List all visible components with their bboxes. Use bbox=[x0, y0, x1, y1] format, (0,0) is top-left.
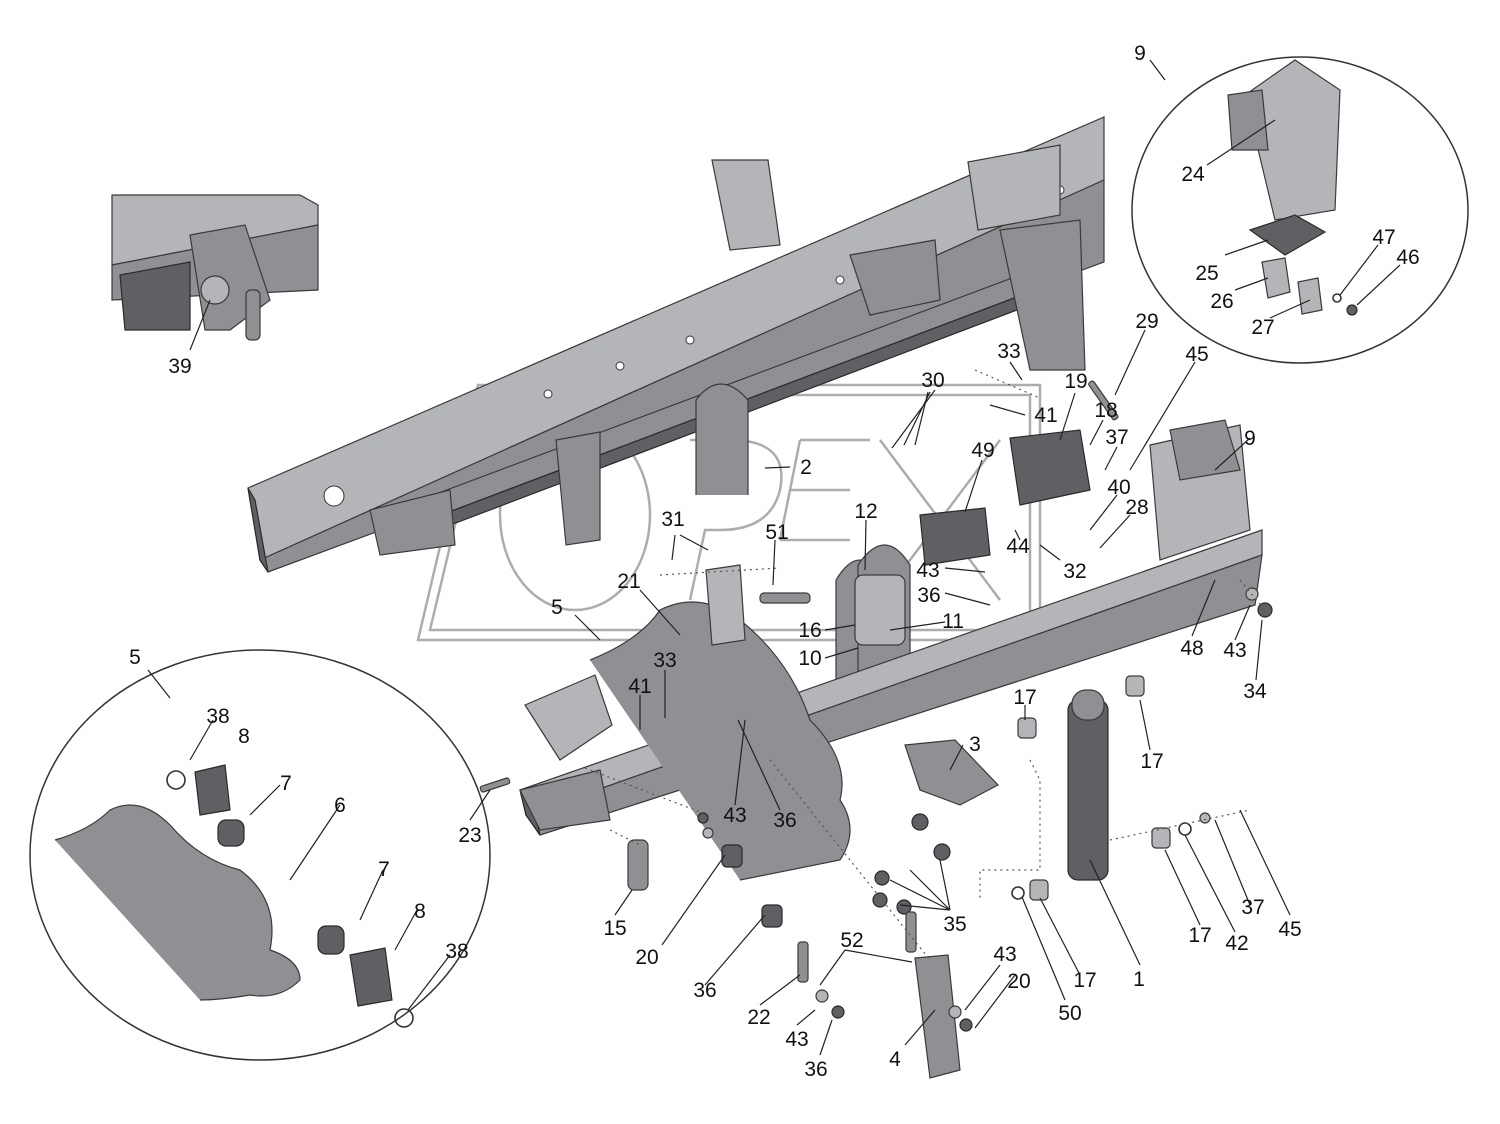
callout-label: 1 bbox=[1133, 968, 1145, 991]
callout-label: 46 bbox=[1396, 246, 1419, 269]
detail-circle-9 bbox=[1131, 56, 1469, 364]
callout-label: 50 bbox=[1058, 1002, 1081, 1025]
callout-label: 36 bbox=[773, 809, 796, 832]
detail-circle-5 bbox=[29, 649, 491, 1061]
inset-detail-39 bbox=[111, 194, 319, 345]
callout-label: 4 bbox=[889, 1048, 901, 1071]
shock-absorber bbox=[1067, 689, 1109, 881]
stabilizer-bar-assembly bbox=[589, 564, 851, 881]
callout-label: 33 bbox=[653, 649, 676, 672]
callout-label: 2 bbox=[800, 456, 812, 479]
callout-label: 11 bbox=[942, 610, 964, 633]
callout-label: 30 bbox=[921, 369, 944, 392]
callout-label: 8 bbox=[414, 900, 426, 923]
callout-label: 20 bbox=[635, 946, 658, 969]
callout-label: 9 bbox=[1134, 42, 1146, 65]
callout-label: 37 bbox=[1105, 426, 1128, 449]
callout-label: 28 bbox=[1125, 496, 1148, 519]
callout-label: 6 bbox=[334, 794, 346, 817]
spring-brackets bbox=[519, 419, 1251, 831]
callout-label: 21 bbox=[617, 570, 640, 593]
callout-label: 9 bbox=[1244, 427, 1256, 450]
callout-label: 8 bbox=[238, 725, 250, 748]
callout-label: 27 bbox=[1251, 316, 1274, 339]
callout-label: 12 bbox=[854, 500, 877, 523]
lower-link bbox=[914, 954, 961, 1079]
callout-label: 17 bbox=[1073, 969, 1096, 992]
callout-label: 5 bbox=[551, 596, 563, 619]
callout-label: 43 bbox=[723, 804, 746, 827]
callout-label: 44 bbox=[1006, 535, 1030, 558]
callout-label: 20 bbox=[1007, 970, 1030, 993]
callout-label: 43 bbox=[1223, 639, 1246, 662]
callout-label: 43 bbox=[916, 559, 939, 582]
callout-label: 24 bbox=[1181, 163, 1205, 186]
callout-label: 23 bbox=[458, 824, 481, 847]
callout-label: 41 bbox=[1034, 404, 1057, 427]
callout-label: 17 bbox=[1140, 750, 1163, 773]
callout-label: 33 bbox=[997, 340, 1020, 363]
callout-label: 19 bbox=[1064, 370, 1087, 393]
callout-label: 17 bbox=[1188, 924, 1211, 947]
callout-label: 26 bbox=[1210, 290, 1233, 313]
callout-label: 7 bbox=[280, 772, 292, 795]
callout-label: 45 bbox=[1185, 343, 1208, 366]
callout-label: 10 bbox=[798, 647, 821, 670]
small-hardware bbox=[479, 380, 1273, 1032]
callout-label: 38 bbox=[445, 940, 468, 963]
callout-label: 16 bbox=[798, 619, 821, 642]
callout-label: 39 bbox=[168, 355, 191, 378]
assembly-lines bbox=[584, 369, 1266, 961]
callout-label: 17 bbox=[1013, 686, 1036, 709]
callout-label: 36 bbox=[917, 584, 940, 607]
callout-label: 48 bbox=[1180, 637, 1203, 660]
callout-label: 43 bbox=[785, 1028, 808, 1051]
callout-label: 45 bbox=[1278, 918, 1301, 941]
callout-label: 43 bbox=[993, 943, 1016, 966]
callout-label: 5 bbox=[129, 646, 141, 669]
callout-label: 40 bbox=[1107, 476, 1130, 499]
callout-label: 35 bbox=[943, 913, 966, 936]
callout-label: 32 bbox=[1063, 560, 1086, 583]
callout-label: 42 bbox=[1225, 932, 1248, 955]
callout-label: 3 bbox=[969, 733, 981, 756]
callout-label: 18 bbox=[1094, 399, 1117, 422]
callout-label: 29 bbox=[1135, 310, 1158, 333]
callout-label: 7 bbox=[378, 858, 390, 881]
callout-label: 52 bbox=[840, 929, 863, 952]
callout-label: 15 bbox=[603, 917, 626, 940]
callout-label: 36 bbox=[693, 979, 716, 1002]
callout-label: 36 bbox=[804, 1058, 827, 1081]
callout-label: 31 bbox=[661, 508, 684, 531]
u-bolts bbox=[695, 383, 911, 690]
callout-label: 41 bbox=[628, 675, 651, 698]
bump-stop bbox=[919, 429, 1091, 566]
callout-label: 22 bbox=[747, 1006, 770, 1029]
leader-lines bbox=[147, 59, 1401, 1056]
callout-label: 49 bbox=[971, 439, 994, 462]
callout-label: 38 bbox=[206, 705, 229, 728]
callout-label: 34 bbox=[1243, 680, 1267, 703]
callout-label: 51 bbox=[765, 521, 788, 544]
bracket-3 bbox=[904, 739, 999, 806]
rear-brackets bbox=[369, 144, 1086, 556]
callout-label: 25 bbox=[1195, 262, 1218, 285]
callout-label: 37 bbox=[1241, 896, 1264, 919]
callout-label: 47 bbox=[1372, 226, 1395, 249]
